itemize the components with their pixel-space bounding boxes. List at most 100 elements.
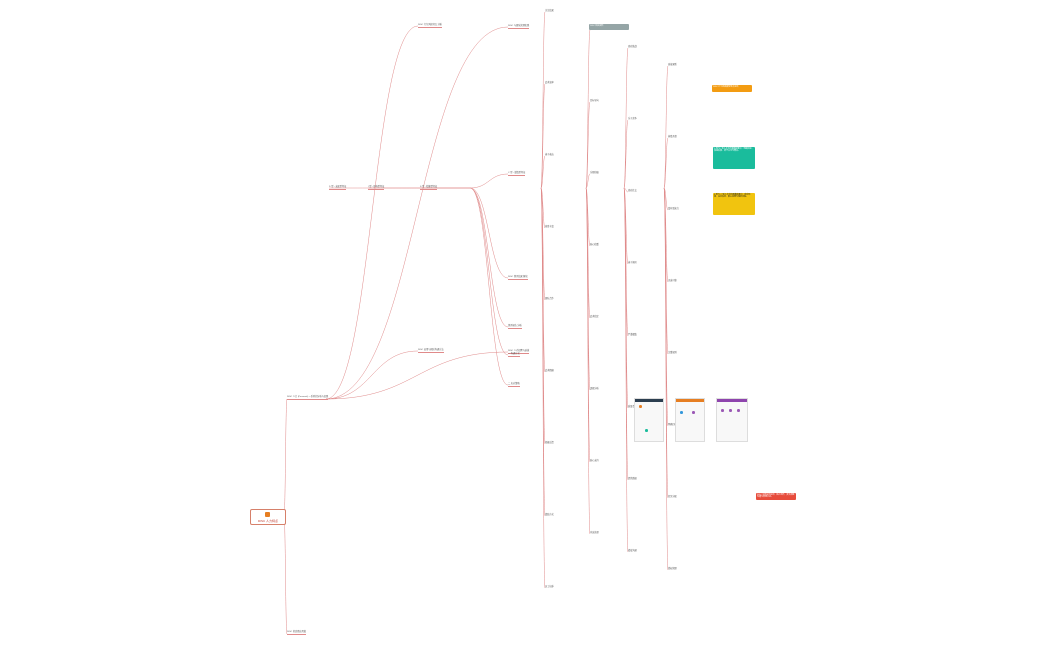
connector-line bbox=[663, 137, 669, 189]
leaf-node[interactable]: 提供数据 bbox=[628, 478, 637, 480]
connector-line bbox=[540, 83, 546, 189]
leaf-node[interactable]: 质量意识 bbox=[628, 406, 637, 408]
orange-note-card: DISC 行为风格模型重点总结 bbox=[712, 85, 752, 92]
leaf-node[interactable]: 富有感染力 bbox=[668, 208, 679, 210]
leaf-node[interactable]: 热情开朗 bbox=[668, 136, 677, 138]
leaf-node[interactable]: 严谨细致 bbox=[628, 334, 637, 336]
connector-line bbox=[283, 515, 288, 635]
leaf-node[interactable]: 注重规则 bbox=[668, 352, 677, 354]
leaf-node[interactable]: 明确目标 bbox=[668, 424, 677, 426]
connector-line bbox=[623, 187, 629, 265]
root-node[interactable]: DISC 人力特点 bbox=[250, 509, 286, 525]
screenshot-thumbnail-1 bbox=[634, 398, 664, 442]
connector-line bbox=[585, 187, 591, 535]
leaf-node[interactable]: 乐于竞争 bbox=[628, 118, 637, 120]
leaf-node[interactable]: 目标导向 bbox=[590, 100, 599, 102]
level3-node[interactable]: 一 沟通方式 bbox=[508, 353, 520, 358]
connector-line bbox=[663, 187, 669, 283]
leaf-node[interactable]: 善于表达 bbox=[545, 154, 554, 156]
connector-line bbox=[469, 187, 509, 356]
leaf-node[interactable]: 追求效率 bbox=[545, 82, 554, 84]
leaf-node[interactable]: 乐观积极 bbox=[590, 172, 599, 174]
connector-line bbox=[540, 187, 546, 301]
green-note-card: D 型与 I 型人才的沟通激励要点：明确目标、快速反馈、给予认可与舞台。 bbox=[713, 147, 755, 169]
level3-node[interactable]: DISC 测评结果 解读 bbox=[508, 276, 528, 281]
leaf-node[interactable]: 善于倾听 bbox=[628, 262, 637, 264]
red-note: DISC 实践应用总结：因人而异，灵活调整沟通与管理方式。 bbox=[757, 494, 795, 499]
connector-line bbox=[663, 187, 669, 211]
leaf-node[interactable]: 绩效沟通 bbox=[628, 550, 637, 552]
leaf-node[interactable]: 任务分配 bbox=[668, 496, 677, 498]
connector-line bbox=[623, 187, 629, 337]
level3-node[interactable]: C 型 - 谨慎型特征 bbox=[508, 172, 526, 177]
connector-line bbox=[585, 29, 591, 189]
leaf-node[interactable]: 追求稳定 bbox=[590, 316, 599, 318]
yellow-note: S 型与 C 型人才的沟通激励要点：稳定环境、充足信息、耐心说明与规范流程。 bbox=[714, 194, 751, 199]
level2-node[interactable]: DISC 运用与团队沟通方法 bbox=[418, 349, 444, 354]
connector-line bbox=[469, 187, 509, 386]
gray-note: DISC 相关资料 bbox=[590, 25, 604, 27]
connector-line bbox=[663, 187, 669, 427]
leaf-node[interactable]: 冲突处理 bbox=[590, 532, 599, 534]
level2-node[interactable]: DISC 与团队管理实践 bbox=[508, 25, 530, 30]
connector-line bbox=[325, 350, 419, 400]
connector-line bbox=[585, 187, 591, 319]
connector-line bbox=[585, 173, 591, 189]
leaf-node[interactable]: 耐心稳重 bbox=[590, 244, 599, 246]
connector-line bbox=[325, 25, 419, 400]
connector-line bbox=[623, 187, 629, 193]
leaf-node[interactable]: 关注结果 bbox=[545, 10, 554, 12]
leaf-node[interactable]: 逻辑分析 bbox=[590, 388, 599, 390]
connector-line bbox=[585, 187, 591, 391]
screenshot-thumbnail-2 bbox=[675, 398, 705, 442]
connector-line bbox=[663, 187, 669, 571]
level2-node[interactable]: DISC 行为风格特点 分析 bbox=[418, 24, 442, 29]
leaf-node[interactable]: 授权管理 bbox=[668, 568, 677, 570]
connector-line bbox=[540, 187, 546, 229]
branch-main[interactable]: DISC 人力 (Personal) 一系列的分析与实践 bbox=[287, 396, 329, 401]
leaf-node[interactable]: 耐心支持 bbox=[590, 460, 599, 462]
leaf-node[interactable]: 追求精确 bbox=[545, 370, 554, 372]
red-note-card: DISC 实践应用总结：因人而异，灵活调整沟通与管理方式。 bbox=[756, 493, 796, 500]
screenshot-thumbnail-3 bbox=[716, 398, 748, 442]
gray-note-card: DISC 相关资料 bbox=[589, 24, 629, 30]
leaf-node[interactable]: 创意丰富 bbox=[545, 226, 554, 228]
connector-line bbox=[623, 187, 629, 553]
leaf-node[interactable]: 喜欢社交 bbox=[628, 190, 637, 192]
connector-line bbox=[623, 119, 629, 189]
level3-node[interactable]: S 型 - 稳健型特征 bbox=[420, 186, 438, 191]
leaf-node[interactable]: 忠诚可靠 bbox=[668, 280, 677, 282]
connector-line bbox=[540, 11, 546, 189]
leaf-node[interactable]: 积极反馈 bbox=[545, 442, 554, 444]
connector-line bbox=[540, 187, 546, 373]
level3-node[interactable]: I 型 - 影响型特征 bbox=[368, 186, 385, 191]
leaf-node[interactable]: 激励方式 bbox=[545, 514, 554, 516]
level2-node[interactable]: DISC 人才招聘与选拔 bbox=[508, 350, 530, 355]
leaf-node[interactable]: 喜欢挑战 bbox=[628, 46, 637, 48]
connector-line bbox=[540, 155, 546, 189]
connector-line bbox=[325, 351, 509, 400]
connector-line bbox=[469, 187, 509, 328]
leaf-node[interactable]: 团队合作 bbox=[545, 298, 554, 300]
orange-note: DISC 行为风格模型重点总结 bbox=[713, 86, 739, 88]
connector-line bbox=[585, 187, 591, 247]
connector-line bbox=[585, 101, 591, 189]
root-title: DISC 人力特点 bbox=[257, 518, 278, 523]
connector-line bbox=[469, 187, 509, 279]
level3-node[interactable]: D 型 - 支配型特征 bbox=[329, 186, 347, 191]
connector-line bbox=[623, 47, 629, 189]
connector-line bbox=[540, 187, 546, 589]
level3-node[interactable]: 测评报告 分析 bbox=[508, 325, 522, 330]
leaf-node[interactable]: 员工培养 bbox=[545, 586, 554, 588]
connector-line bbox=[469, 173, 509, 189]
connector-line bbox=[283, 398, 288, 517]
leaf-node[interactable]: 直接果断 bbox=[668, 64, 677, 66]
yellow-note-card: S 型与 C 型人才的沟通激励要点：稳定环境、充足信息、耐心说明与规范流程。 bbox=[713, 193, 755, 215]
connector-line bbox=[663, 65, 669, 189]
branch-secondary[interactable]: DISC 的实践应用篇 bbox=[287, 631, 306, 636]
book-icon bbox=[265, 512, 270, 517]
level3-node[interactable]: 二 应对策略 bbox=[508, 383, 520, 388]
connector-line bbox=[325, 26, 509, 400]
connector-line bbox=[663, 187, 669, 355]
